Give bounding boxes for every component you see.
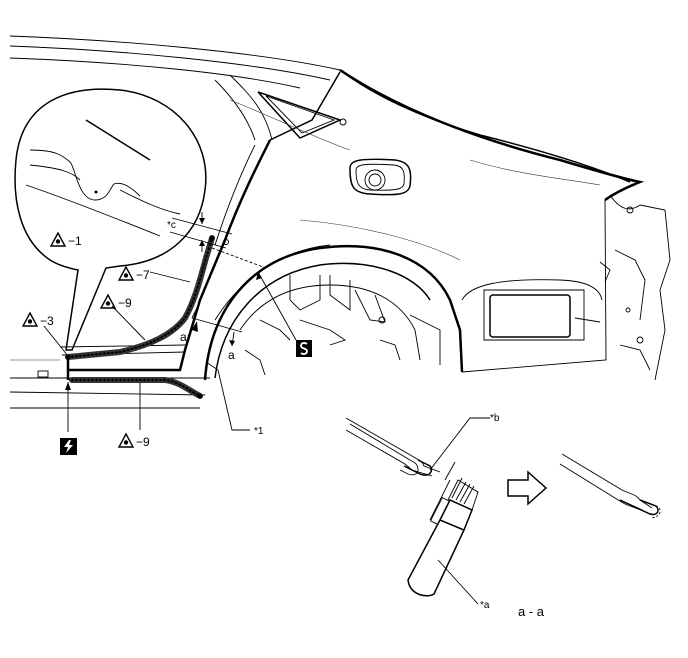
lightning-icon <box>60 438 77 455</box>
callout-9-lower-label: −9 <box>136 435 150 449</box>
tightening-torque-icon <box>21 311 39 327</box>
ref-a-label: *a <box>480 600 490 611</box>
section-a-right-label: a <box>228 348 235 362</box>
callout-9-lower: −9 <box>117 432 150 449</box>
section-a-a-detail: *b *a a - a <box>345 413 661 619</box>
ref-1-label: *1 <box>254 426 264 437</box>
ref-b-label: *b <box>490 413 500 424</box>
callout-1-label: −1 <box>68 234 82 248</box>
callout-3-label: −3 <box>40 314 54 328</box>
callout-7-label: −7 <box>136 268 150 282</box>
s-curve-icon <box>296 340 312 357</box>
section-view-label: a - a <box>518 604 545 619</box>
sealer-beads <box>65 235 215 399</box>
tightening-torque-icon <box>117 432 135 448</box>
leader-lines <box>43 212 297 432</box>
callout-3: −3 <box>21 311 54 328</box>
detail-magnifier <box>14 88 207 351</box>
sealer-gun-tool: *a <box>407 461 490 611</box>
sealer-bead-upper <box>65 235 215 360</box>
car-body-outline <box>9 35 671 409</box>
tightening-torque-icon <box>117 265 135 281</box>
callout-9-upper: −9 <box>99 293 132 310</box>
callout-9-upper-label: −9 <box>118 296 132 310</box>
tightening-torque-icon <box>49 231 67 247</box>
process-arrow <box>507 470 548 506</box>
ref-c-label: *c <box>167 220 176 231</box>
callout-1: −1 <box>49 231 82 248</box>
callout-7: −7 <box>117 265 150 282</box>
tightening-torque-icon <box>99 293 117 309</box>
section-a-left-label: a <box>180 330 187 344</box>
